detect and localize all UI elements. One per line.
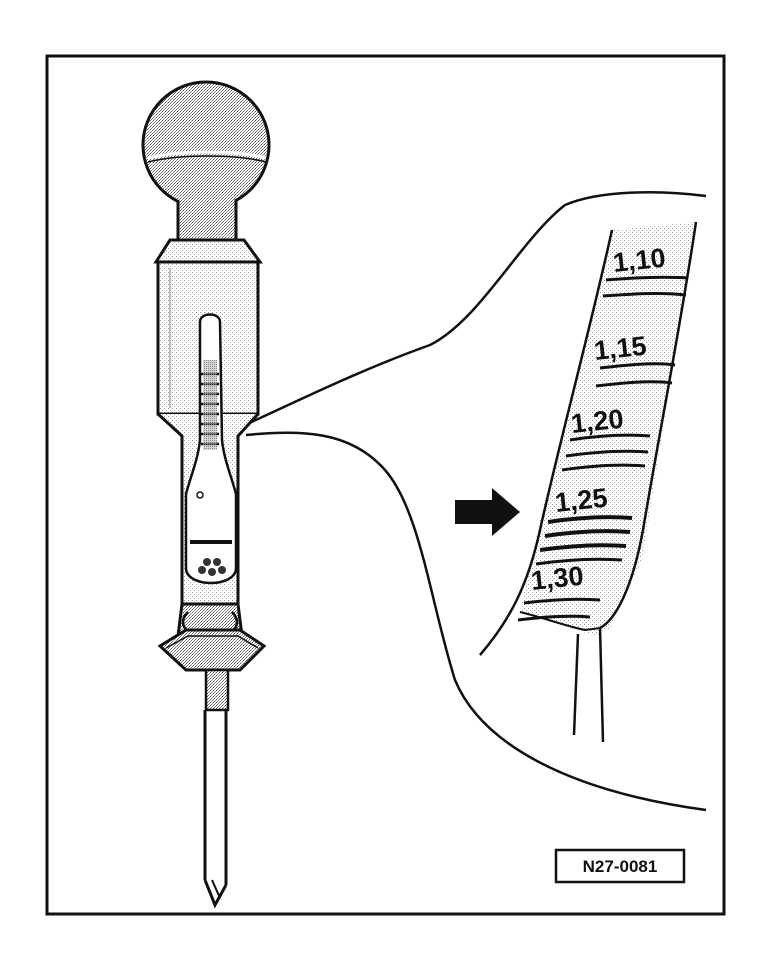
magnified-scale: 1,10 1,15 1,20 1,25 1,30	[479, 221, 698, 743]
scale-label-115: 1,15	[592, 331, 647, 366]
scale-label-125: 1,25	[553, 483, 608, 518]
scale-label-120: 1,20	[569, 404, 624, 439]
scale-label-110: 1,10	[611, 243, 666, 278]
figure-frame	[45, 54, 726, 916]
arrow-right-icon	[455, 488, 520, 536]
figure-code-box: N27-0081	[554, 848, 686, 884]
hydrometer-icon	[141, 80, 271, 909]
magnifier-callout	[245, 191, 707, 812]
scale-label-130: 1,30	[529, 561, 584, 596]
rubber-bulb-icon	[141, 80, 271, 264]
figure-code: N27-0081	[583, 857, 658, 876]
